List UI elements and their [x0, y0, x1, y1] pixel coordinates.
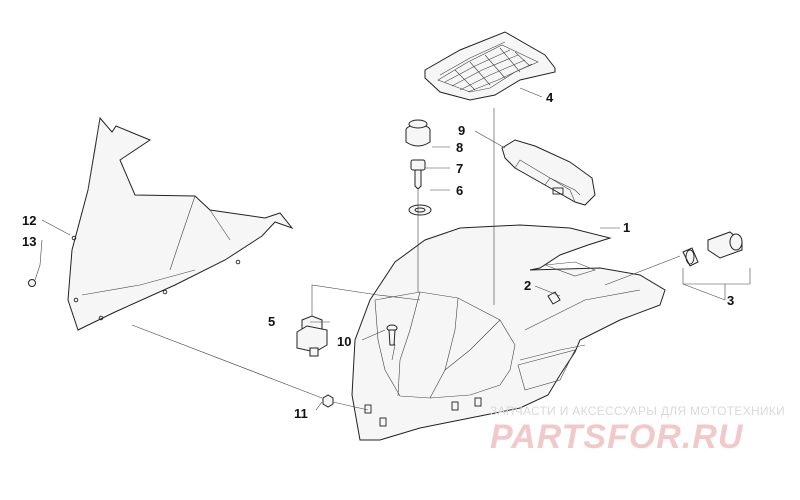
- leader-lines: [34, 108, 681, 411]
- bolt-10-part[interactable]: [386, 324, 398, 346]
- callout-1: 1: [623, 220, 630, 235]
- callout-leaders: [39, 87, 751, 411]
- callout-7: 7: [456, 161, 463, 176]
- cap-8-part[interactable]: [405, 119, 431, 147]
- windshield-part[interactable]: [67, 116, 294, 331]
- callout-4: 4: [546, 90, 554, 105]
- mesh-grille-part[interactable]: [424, 31, 556, 101]
- display-9-part[interactable]: [501, 139, 596, 206]
- callout-12: 12: [22, 213, 36, 228]
- screw-13-part[interactable]: [28, 279, 36, 287]
- hood-part[interactable]: [351, 224, 666, 441]
- callout-6: 6: [456, 183, 463, 198]
- key-7-part[interactable]: [410, 159, 426, 190]
- callout-8: 8: [456, 140, 463, 155]
- callout-10: 10: [337, 334, 351, 349]
- callout-3: 3: [727, 293, 734, 308]
- watermark-brand: PARTSFOR.RU: [490, 418, 744, 456]
- callout-11: 11: [294, 406, 308, 421]
- callout-2: 2: [524, 278, 531, 293]
- callout-9: 9: [458, 123, 465, 138]
- ignition-switch-part[interactable]: [296, 300, 328, 357]
- callout-labels: 1 2 3 4 5 6 7 8 9 10 11 12 13: [22, 90, 734, 421]
- watermark-tagline: ЗАПЧАСТИ И АКСЕССУАРЫ ДЛЯ МОТОТЕХНИКИ: [490, 404, 786, 418]
- callout-13: 13: [22, 234, 36, 249]
- socket-3-part[interactable]: [682, 231, 743, 267]
- callout-5: 5: [268, 314, 275, 329]
- washer-6-part[interactable]: [408, 204, 432, 216]
- nut-11-part[interactable]: [322, 394, 334, 408]
